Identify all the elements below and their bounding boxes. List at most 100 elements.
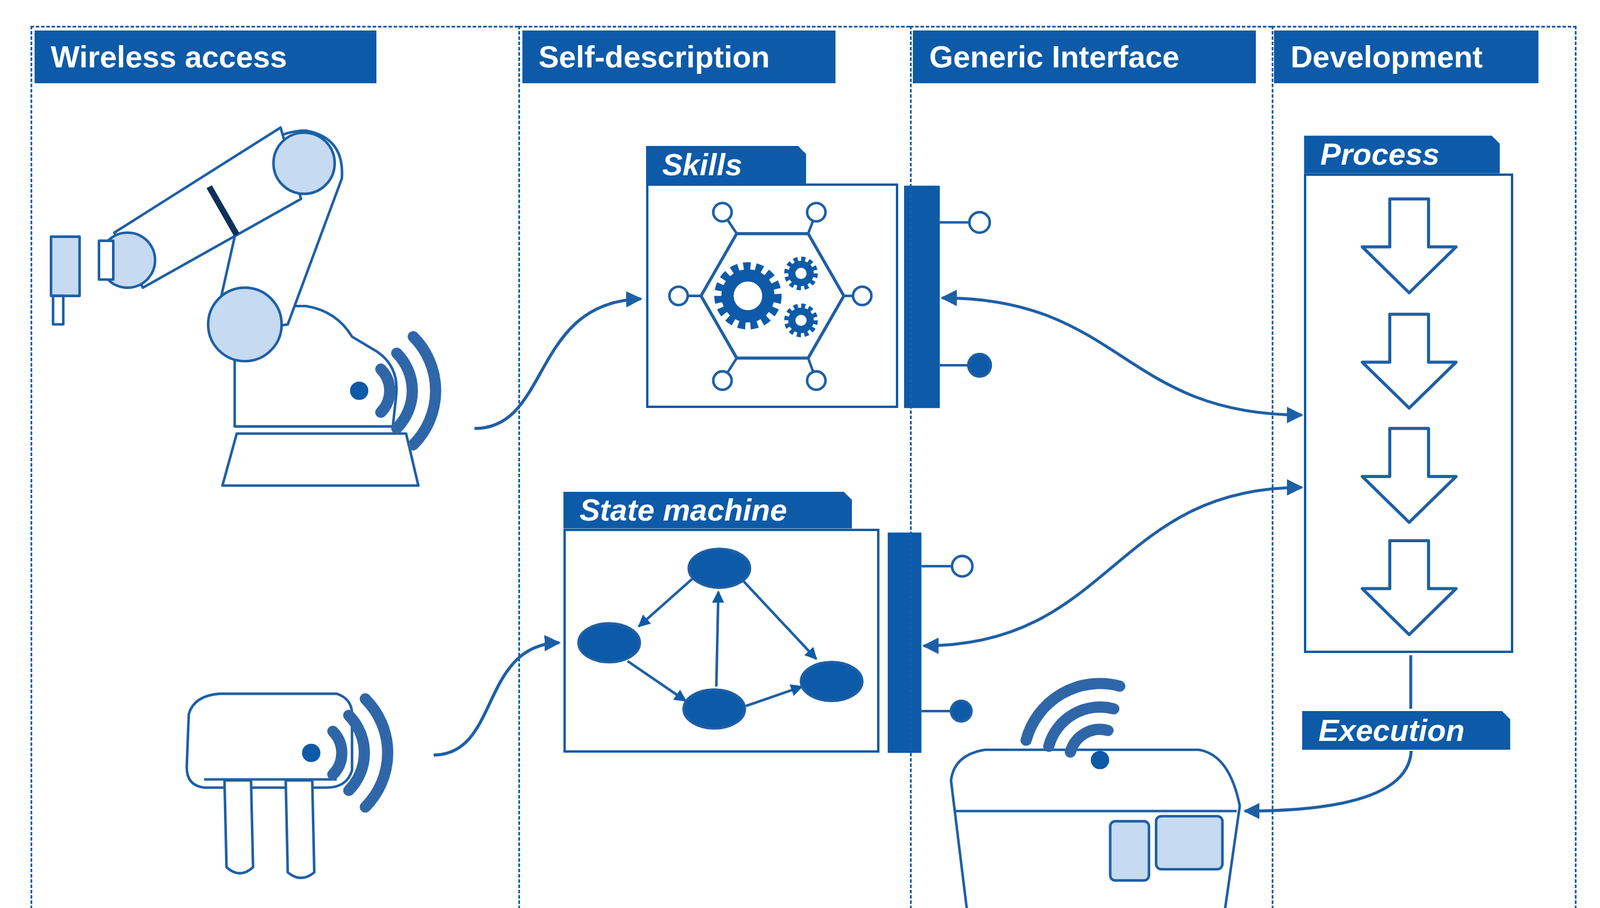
label-text: Development <box>1290 30 1483 84</box>
drawing-part <box>413 336 436 445</box>
section-header: Wireless access <box>34 30 377 84</box>
drawing-part <box>713 371 732 390</box>
label-text: Wireless access <box>51 30 288 84</box>
drawing-part <box>792 264 811 283</box>
connector <box>924 487 1303 646</box>
drawing-part <box>807 371 826 390</box>
section-header: Generic Interface <box>912 30 1256 84</box>
drawing-part <box>186 693 352 788</box>
drawing-part <box>745 686 803 706</box>
drawing-part <box>474 299 641 429</box>
box-tab: Process <box>1303 135 1500 173</box>
box-tab: Skills <box>646 145 807 184</box>
interface-bar <box>887 185 991 754</box>
drawing-part <box>807 202 826 222</box>
drawing-part <box>51 127 1457 908</box>
drawing-part <box>1156 816 1223 870</box>
drawing-part <box>285 780 315 878</box>
section-column: DevelopmentProcessExecution <box>1271 25 1577 908</box>
drawing-part <box>1090 751 1109 770</box>
drawing-part <box>950 701 972 722</box>
box-body <box>1303 173 1514 654</box>
drawing-part <box>1026 683 1120 741</box>
drawing-part <box>1070 729 1109 753</box>
drawing-part <box>953 809 1237 813</box>
box-body <box>563 528 881 754</box>
label-text: State machine <box>579 491 788 529</box>
drawing-part <box>222 433 419 487</box>
section-column: Generic Interface <box>909 25 1272 908</box>
drawing-part <box>1048 707 1114 747</box>
drawing-part <box>968 354 991 377</box>
section-header: Self-description <box>522 30 836 84</box>
drawing-part <box>742 580 817 659</box>
drawing-part <box>713 202 732 222</box>
drawing-part <box>1110 821 1150 881</box>
drawing-part <box>786 259 816 288</box>
wireless-signal <box>301 698 388 807</box>
drawing-part <box>718 266 778 326</box>
drawing-part <box>578 623 640 662</box>
skills-icon <box>669 202 872 390</box>
drawing-part <box>727 275 769 317</box>
drawing-part <box>224 780 254 873</box>
box-tab: State machine <box>563 491 853 529</box>
controller-device <box>950 749 1241 908</box>
execution-band: Execution <box>1302 711 1511 750</box>
process-steps <box>1361 198 1456 635</box>
drawing-part <box>786 306 816 335</box>
drawing-part <box>921 710 951 713</box>
drawing-part <box>209 186 237 235</box>
drawing-part <box>939 364 970 367</box>
drawing-part <box>1361 314 1456 409</box>
signal-arrow <box>433 299 1412 812</box>
drawing-part <box>208 287 282 362</box>
section-header: Development <box>1274 30 1539 84</box>
label-text: Execution <box>1318 711 1465 750</box>
state-graph <box>578 548 863 729</box>
gripper <box>186 693 352 878</box>
drawing-part <box>381 369 390 413</box>
process-box: Process <box>1303 135 1514 653</box>
section-column: Self-descriptionSkillsState machine <box>518 25 910 908</box>
drawing-part <box>273 132 335 194</box>
label-text: Process <box>1320 135 1440 173</box>
drawing-part <box>1361 198 1456 293</box>
drawing-part <box>365 698 388 807</box>
drawing-part <box>887 532 922 753</box>
drawing-part <box>701 233 845 359</box>
drawing-part <box>638 577 694 627</box>
drawing-part <box>853 286 872 305</box>
drawing-part <box>333 731 342 776</box>
skills-box: Skills <box>646 145 940 409</box>
drawing-part <box>51 236 80 297</box>
drawing-part <box>1244 751 1412 812</box>
drawing-part <box>950 749 1241 908</box>
drawing-part <box>904 185 940 409</box>
drawing-part <box>301 744 321 763</box>
drawing-part <box>800 662 862 702</box>
drawing-part <box>627 661 686 702</box>
drawing-part <box>939 221 970 224</box>
drawing-part <box>952 556 973 577</box>
drawing-part <box>1361 540 1456 635</box>
drawing-part <box>348 715 365 791</box>
section-column: Wireless access <box>30 25 519 908</box>
connector <box>942 297 1302 416</box>
drawing-part <box>53 296 64 325</box>
drawing-part <box>99 240 114 280</box>
box-body <box>646 183 899 409</box>
drawing-part <box>433 642 560 755</box>
wireless-signal <box>1026 683 1120 770</box>
drawing-part <box>792 311 811 330</box>
drawing-part <box>1361 428 1456 523</box>
label-text: Generic Interface <box>929 30 1180 84</box>
drawing-part <box>716 591 719 687</box>
label-text: Self-description <box>538 30 770 84</box>
wireless-signal <box>350 336 436 445</box>
state-machine-box: State machine <box>563 491 922 754</box>
drawing-part <box>921 565 953 568</box>
drawing-part <box>683 690 745 729</box>
robot-arm <box>51 127 419 487</box>
